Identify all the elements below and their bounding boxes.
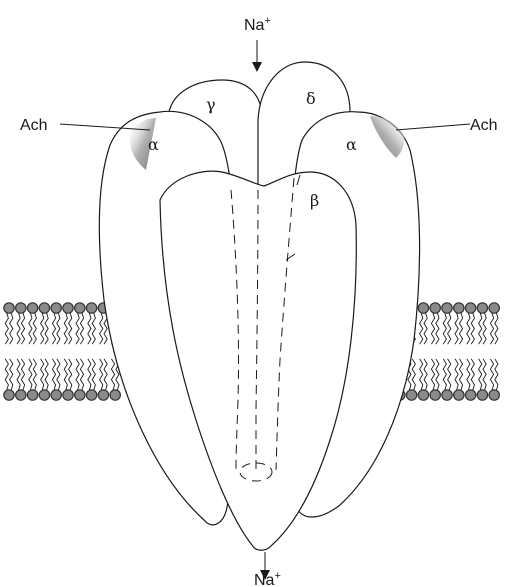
phospholipid <box>39 303 49 344</box>
na-top-label: Na+ <box>244 15 271 34</box>
phospholipid <box>75 359 85 400</box>
phospholipid <box>27 303 37 344</box>
phospholipid <box>86 359 96 400</box>
delta-label: δ <box>306 89 316 108</box>
phospholipid <box>39 359 49 400</box>
phospholipid <box>418 303 428 344</box>
phospholipid <box>27 359 37 400</box>
phospholipid <box>489 303 499 344</box>
phospholipid <box>63 303 73 344</box>
phospholipid <box>86 303 96 344</box>
phospholipid <box>16 303 26 344</box>
lipid-bilayer-left <box>4 303 121 400</box>
beta-label: β <box>310 191 319 210</box>
phospholipid <box>4 303 14 344</box>
phospholipid <box>454 359 464 400</box>
ach-left-label: Ach <box>20 117 48 134</box>
phospholipid <box>477 303 487 344</box>
phospholipid <box>418 359 428 400</box>
alpha-left-label: α <box>148 135 159 154</box>
phospholipid <box>430 303 440 344</box>
na-bottom-label: Na+ <box>254 570 281 587</box>
phospholipid <box>430 359 440 400</box>
phospholipid <box>454 303 464 344</box>
gamma-label: γ <box>206 95 216 114</box>
ach-right-label: Ach <box>470 117 498 134</box>
phospholipid <box>442 359 452 400</box>
phospholipid <box>465 359 475 400</box>
phospholipid <box>63 359 73 400</box>
phospholipid <box>51 303 61 344</box>
phospholipid <box>477 359 487 400</box>
phospholipid <box>51 359 61 400</box>
phospholipid <box>489 359 499 400</box>
alpha-right-label: α <box>346 135 357 154</box>
phospholipid <box>98 359 108 400</box>
phospholipid <box>465 303 475 344</box>
phospholipid <box>4 359 14 400</box>
ach-right-leader <box>396 124 470 130</box>
phospholipid <box>442 303 452 344</box>
na-in-arrow <box>252 40 262 72</box>
phospholipid <box>75 303 85 344</box>
phospholipid <box>16 359 26 400</box>
